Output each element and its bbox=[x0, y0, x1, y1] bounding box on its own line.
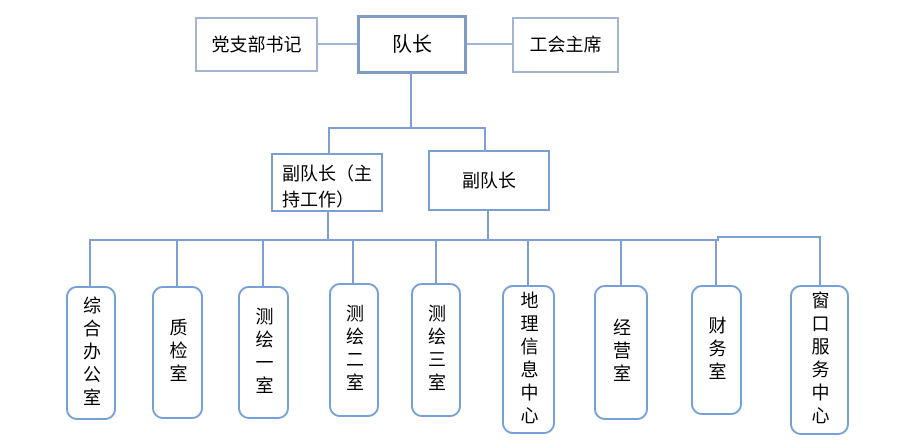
node-dept-operations-label: 经营室 bbox=[611, 318, 631, 387]
node-dept-geo-info-center: 地理信息中心 bbox=[502, 285, 555, 434]
drop-dept-1 bbox=[89, 239, 91, 287]
node-dept-quality-inspection: 质检室 bbox=[152, 286, 203, 419]
department-bus-line-right bbox=[717, 236, 821, 238]
node-dept-window-service-center: 窗口服务中心 bbox=[790, 285, 849, 435]
connector-branch-deputy bbox=[484, 127, 486, 151]
drop-dept-8 bbox=[715, 239, 717, 286]
node-union-chairman-label: 工会主席 bbox=[529, 35, 602, 55]
node-party-secretary-label: 党支部书记 bbox=[211, 34, 302, 55]
node-deputy-captain-lead: 副队长（主持工作） bbox=[271, 153, 383, 212]
drop-dept-5 bbox=[435, 239, 437, 284]
node-dept-surveying-3: 测绘三室 bbox=[411, 283, 461, 417]
connector-captain-down bbox=[410, 74, 412, 128]
node-dept-finance: 财务室 bbox=[691, 285, 742, 415]
department-bus-line bbox=[90, 239, 719, 241]
connector-deputy-bus bbox=[487, 210, 489, 241]
department-bus-step bbox=[717, 236, 719, 241]
node-dept-surveying-3-label: 测绘三室 bbox=[426, 304, 446, 396]
drop-dept-7 bbox=[620, 239, 622, 286]
node-dept-geo-info-center-label: 地理信息中心 bbox=[518, 290, 539, 429]
node-deputy-captain-label: 副队长 bbox=[462, 170, 516, 191]
drop-dept-2 bbox=[176, 239, 178, 287]
connector-captain-union bbox=[467, 43, 512, 45]
connector-branch-deputy-lead bbox=[328, 127, 330, 153]
connector-deputy-lead-bus bbox=[327, 211, 329, 241]
node-dept-general-office-label: 综合办公室 bbox=[81, 295, 101, 411]
node-dept-general-office: 综合办公室 bbox=[66, 286, 116, 420]
node-dept-surveying-2-label: 测绘二室 bbox=[344, 304, 364, 396]
node-union-chairman: 工会主席 bbox=[512, 17, 619, 73]
node-dept-window-service-center-label: 窗口服务中心 bbox=[809, 291, 830, 429]
node-captain: 队长 bbox=[357, 15, 467, 74]
connector-secretary-captain bbox=[318, 43, 357, 45]
node-deputy-captain-lead-label: 副队长（主持工作） bbox=[282, 164, 372, 210]
node-dept-operations: 经营室 bbox=[594, 285, 648, 420]
node-dept-surveying-1-label: 测绘一室 bbox=[253, 306, 274, 399]
drop-dept-9 bbox=[819, 236, 821, 286]
node-dept-surveying-1: 测绘一室 bbox=[238, 286, 289, 419]
node-captain-label: 队长 bbox=[392, 33, 432, 56]
drop-dept-6 bbox=[527, 239, 529, 286]
drop-dept-3 bbox=[262, 239, 264, 287]
drop-dept-4 bbox=[352, 239, 354, 284]
connector-deputy-branch bbox=[328, 127, 486, 129]
node-party-secretary: 党支部书记 bbox=[195, 17, 318, 72]
node-deputy-captain: 副队长 bbox=[428, 150, 550, 211]
node-dept-finance-label: 财务室 bbox=[706, 315, 727, 385]
node-dept-quality-inspection-label: 质检室 bbox=[167, 318, 188, 387]
node-dept-surveying-2: 测绘二室 bbox=[329, 283, 379, 417]
